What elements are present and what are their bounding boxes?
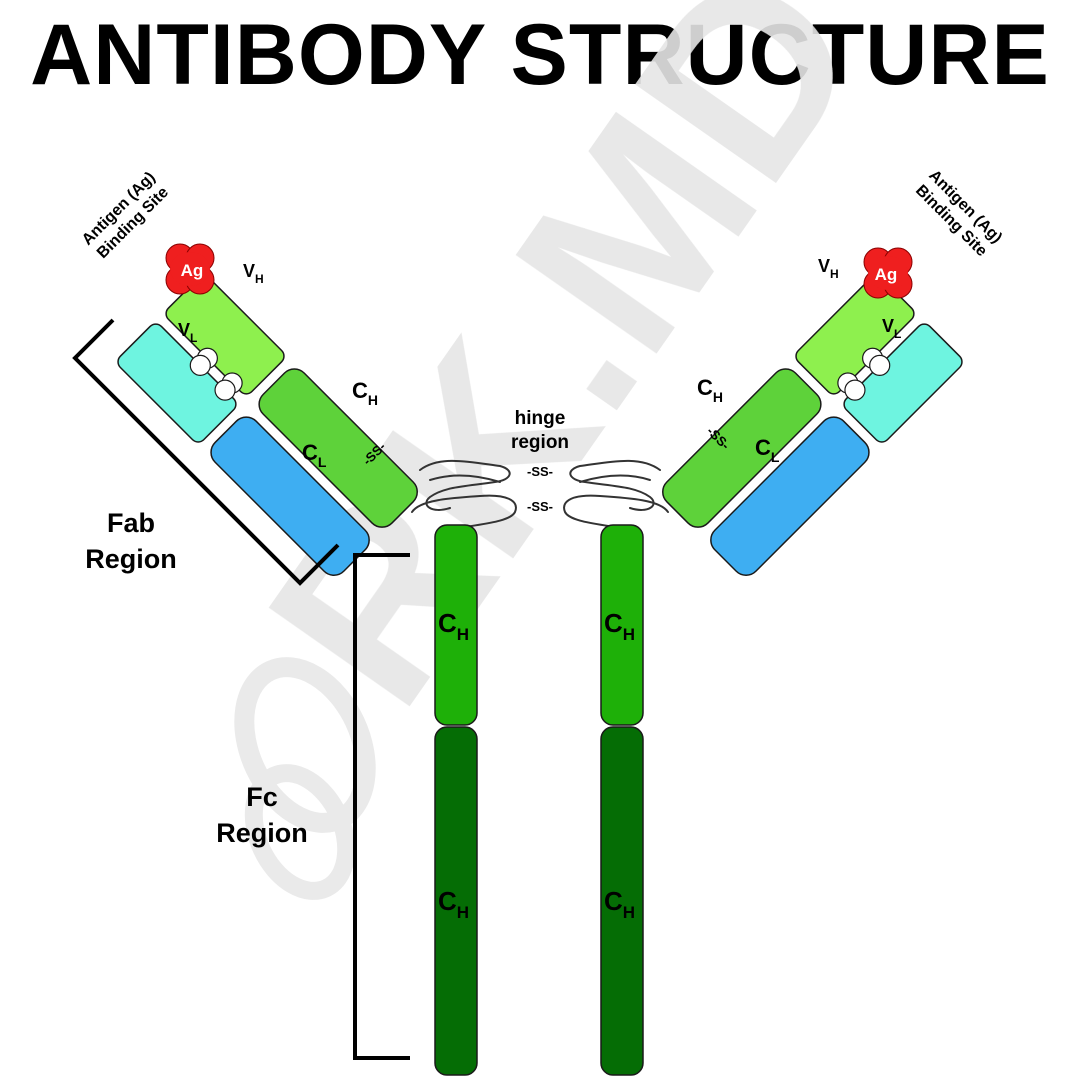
fc-right-upper-label: CH: [604, 608, 635, 644]
right-cl-label: CL: [755, 435, 780, 465]
left-arm: Ag VH VL CH CL -SS- Antigen (Ag) Binding…: [79, 169, 418, 576]
left-cl-label: CL: [302, 440, 327, 470]
hinge-ss-top: -SS-: [527, 464, 553, 479]
left-vh-label: VH: [243, 261, 264, 286]
right-binding-site-label: Antigen (Ag) Binding Site: [912, 167, 1005, 260]
left-ch-arm-domain: [258, 368, 418, 528]
left-antigen-label: Ag: [181, 261, 204, 280]
fab-region-label-line1: Fab: [107, 508, 155, 538]
left-antigen: Ag: [165, 243, 215, 295]
fc-heavy-chains: [434, 524, 644, 1076]
fc-left-lower-label: CH: [438, 886, 469, 922]
right-vh-label: VH: [818, 256, 839, 281]
right-cl-domain: [710, 416, 870, 576]
right-antigen-label: Ag: [875, 265, 898, 284]
fab-region-label-line2: Region: [85, 544, 177, 574]
fc-left-upper-ch: [434, 524, 478, 726]
left-ch-label: CH: [352, 378, 378, 408]
right-vl-label: VL: [882, 316, 901, 341]
fc-left-upper-label: CH: [438, 608, 469, 644]
page-title: ANTIBODY STRUCTURE: [30, 7, 1050, 103]
left-vl-label: VL: [178, 320, 197, 345]
fc-right-lower-ch: [600, 726, 644, 1076]
right-ch-label: CH: [697, 375, 723, 405]
hinge-label-line1: hinge: [515, 408, 566, 429]
fc-right-upper-ch: [600, 524, 644, 726]
right-arm: Ag VH VL CH CL -SS- Antigen (Ag) Binding…: [662, 167, 1005, 576]
hinge-label-line2: region: [511, 432, 569, 453]
right-ch-arm-domain: [662, 368, 822, 528]
hinge-region: [411, 459, 669, 529]
fc-left-lower-ch: [434, 726, 478, 1076]
fc-bracket: [353, 553, 410, 1060]
left-binding-site-label: Antigen (Ag) Binding Site: [79, 169, 172, 262]
fc-right-lower-label: CH: [604, 886, 635, 922]
fc-region-label-line2: Region: [216, 818, 308, 848]
fab-bracket: [72, 318, 340, 586]
watermark-text: RK.MD: [215, 0, 913, 750]
right-antigen: Ag: [863, 247, 913, 299]
fc-region-label-line1: Fc: [246, 782, 278, 812]
hinge-ss-bottom: -SS-: [527, 499, 553, 514]
